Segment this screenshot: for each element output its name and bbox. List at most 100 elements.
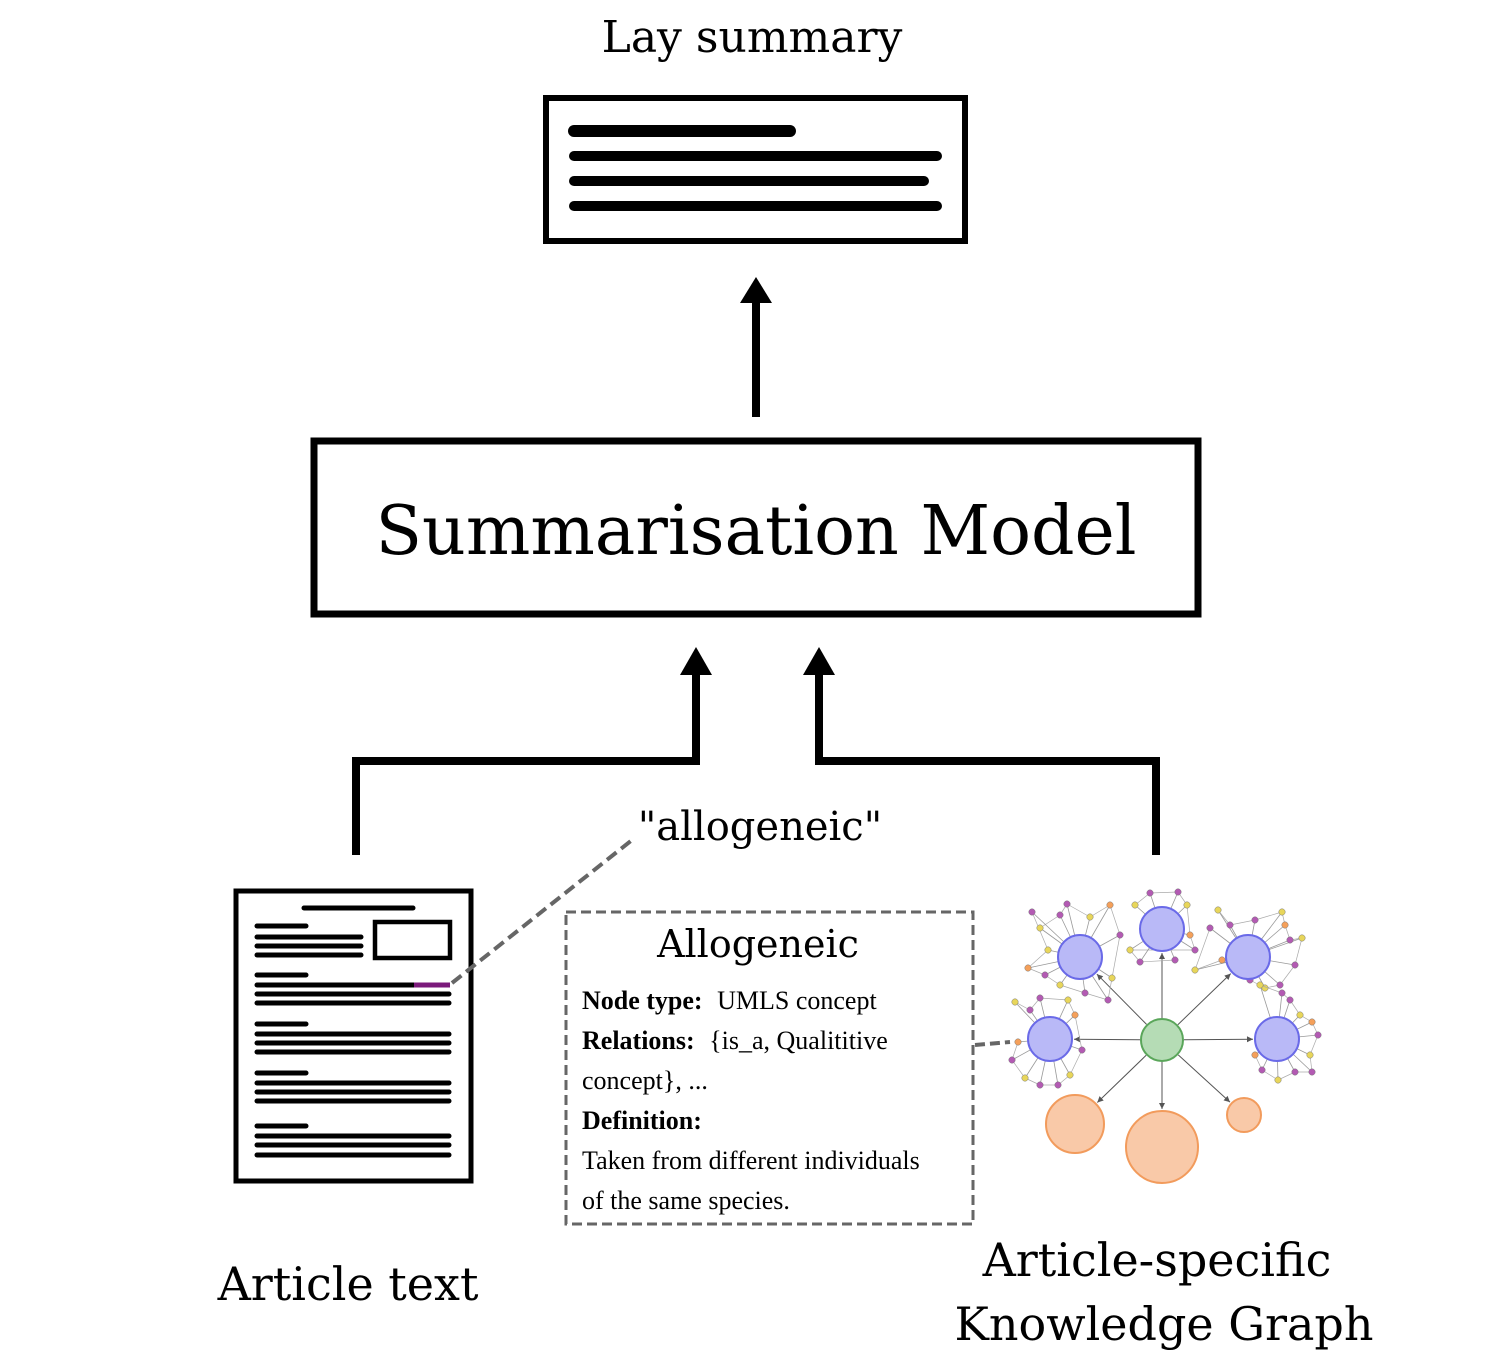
graph-edge bbox=[1294, 937, 1303, 966]
graph-edge bbox=[1259, 984, 1283, 994]
graph-leaf-node bbox=[1191, 966, 1199, 974]
graph-edge bbox=[1074, 1014, 1083, 1051]
graph-leaf-node bbox=[1024, 964, 1032, 972]
graph-leaf-node bbox=[1286, 936, 1294, 944]
graph-leaf-node bbox=[1296, 1011, 1304, 1019]
graph-hub-node bbox=[1057, 934, 1103, 980]
arrow-model-to-summary bbox=[740, 277, 772, 417]
graph-leaf-node bbox=[1014, 1038, 1022, 1046]
graph-leaf-node bbox=[1106, 901, 1114, 909]
graph-leaf-node bbox=[1036, 994, 1044, 1002]
arrow-graph-to-model bbox=[803, 647, 1160, 855]
graph-leaf-node bbox=[1041, 971, 1049, 979]
graph-leaf-node bbox=[1308, 1018, 1316, 1026]
graph-edge bbox=[1186, 904, 1191, 936]
concept-title: Allogeneic bbox=[656, 922, 859, 966]
graph-leaf-node bbox=[1226, 921, 1234, 929]
graph-leaf-node bbox=[1044, 946, 1052, 954]
graph-edge bbox=[1084, 992, 1109, 1001]
graph-leaf-node bbox=[1131, 901, 1139, 909]
graph-leaf-node bbox=[1056, 981, 1064, 989]
node-type-key: Node type: bbox=[582, 986, 703, 1015]
graph-leaf-node bbox=[1011, 998, 1019, 1006]
summarisation-model-box: Summarisation Model bbox=[310, 437, 1202, 618]
graph-leaf-node bbox=[1251, 916, 1259, 924]
kg-label-line1: Article-specific bbox=[982, 1233, 1332, 1287]
graph-leaf-node bbox=[1298, 934, 1306, 942]
knowledge-graph bbox=[1008, 888, 1322, 1184]
relations-value-cont: concept}, ... bbox=[582, 1066, 708, 1095]
graph-leaf-node bbox=[1286, 996, 1294, 1004]
graph-concept-node bbox=[1226, 1097, 1262, 1133]
graph-hub-node bbox=[1225, 934, 1271, 980]
relations-value: {is_a, Qualititive bbox=[709, 1026, 888, 1055]
graph-edge-arrowhead bbox=[1246, 1036, 1254, 1043]
graph-leaf-node bbox=[1008, 1056, 1016, 1064]
graph-edge bbox=[1039, 997, 1069, 1001]
kg-label-line2: Knowledge Graph bbox=[955, 1297, 1374, 1351]
graph-leaf-node bbox=[1078, 1046, 1086, 1054]
graph-leaf-node bbox=[1021, 1074, 1029, 1082]
graph-leaf-node bbox=[1174, 888, 1182, 896]
definition-line-1: Taken from different individuals bbox=[582, 1146, 920, 1175]
term-label: "allogeneic" bbox=[638, 804, 882, 850]
graph-edge bbox=[1309, 1034, 1319, 1056]
graph-leaf-node bbox=[1026, 1006, 1034, 1014]
graph-leaf-node bbox=[1116, 931, 1124, 939]
graph-edge-arrowhead bbox=[1159, 1103, 1165, 1109]
graph-concept-node bbox=[1125, 1110, 1199, 1184]
definition-key: Definition: bbox=[582, 1106, 702, 1135]
graph-leaf-node bbox=[1256, 981, 1264, 989]
graph-leaf-node bbox=[1314, 1031, 1322, 1039]
graph-edge bbox=[1011, 1059, 1026, 1079]
graph-hub-node bbox=[1027, 1016, 1073, 1062]
graph-leaf-node bbox=[1064, 996, 1072, 1004]
graph-leaf-node bbox=[1191, 946, 1199, 954]
graph-edge-arrowhead bbox=[1096, 974, 1104, 981]
graph-edge bbox=[1139, 959, 1176, 963]
relations-row: Relations: {is_a, Qualititive bbox=[582, 1026, 888, 1055]
graph-edge-arrowhead bbox=[1223, 1095, 1230, 1103]
graph-leaf-node bbox=[1056, 911, 1064, 919]
graph-leaf-node bbox=[1104, 996, 1112, 1004]
graph-leaf-node bbox=[1136, 958, 1144, 966]
graph-leaf-node bbox=[1066, 1071, 1074, 1079]
graph-edge bbox=[1059, 984, 1086, 994]
graph-edge bbox=[1229, 919, 1256, 926]
graph-edge bbox=[1177, 1054, 1231, 1103]
concept-card: Allogeneic Node type: UMLS concept Relat… bbox=[564, 910, 975, 1226]
card-connector bbox=[974, 1040, 1011, 1047]
graph-leaf-node bbox=[1274, 1076, 1282, 1084]
graph-leaf-node bbox=[1251, 1051, 1259, 1059]
definition-line-2: of the same species. bbox=[582, 1186, 790, 1215]
graph-leaf-node bbox=[1306, 1051, 1314, 1059]
graph-edge bbox=[1109, 904, 1121, 936]
graph-leaf-node bbox=[1258, 1066, 1266, 1074]
graph-edge bbox=[1096, 1054, 1147, 1103]
arrow-article-to-model bbox=[352, 647, 712, 855]
graph-leaf-node bbox=[1071, 1011, 1079, 1019]
graph-edge bbox=[1027, 949, 1049, 969]
graph-leaf-node bbox=[1186, 931, 1194, 939]
graph-leaf-node bbox=[1036, 1081, 1044, 1089]
graph-leaf-node bbox=[1214, 906, 1222, 914]
node-type-value: UMLS concept bbox=[717, 986, 877, 1015]
relations-key: Relations: bbox=[582, 1026, 695, 1055]
graph-central-node bbox=[1140, 1018, 1184, 1062]
term-connector bbox=[450, 838, 634, 985]
graph-leaf-node bbox=[1206, 924, 1214, 932]
graph-leaf-node bbox=[1036, 924, 1044, 932]
graph-edge bbox=[1194, 959, 1223, 971]
graph-leaf-node bbox=[1278, 908, 1286, 916]
graph-leaf-node bbox=[1281, 921, 1289, 929]
graph-leaf-node bbox=[1278, 989, 1286, 997]
graph-leaf-node bbox=[1276, 981, 1284, 989]
graph-hub-node bbox=[1139, 906, 1185, 952]
graph-leaf-node bbox=[1054, 1081, 1062, 1089]
lay-summary-document bbox=[543, 95, 968, 244]
graph-edge bbox=[1279, 964, 1296, 986]
graph-edge-arrowhead bbox=[1073, 1036, 1081, 1043]
graph-edge bbox=[1149, 891, 1179, 894]
graph-edge bbox=[1089, 904, 1111, 918]
